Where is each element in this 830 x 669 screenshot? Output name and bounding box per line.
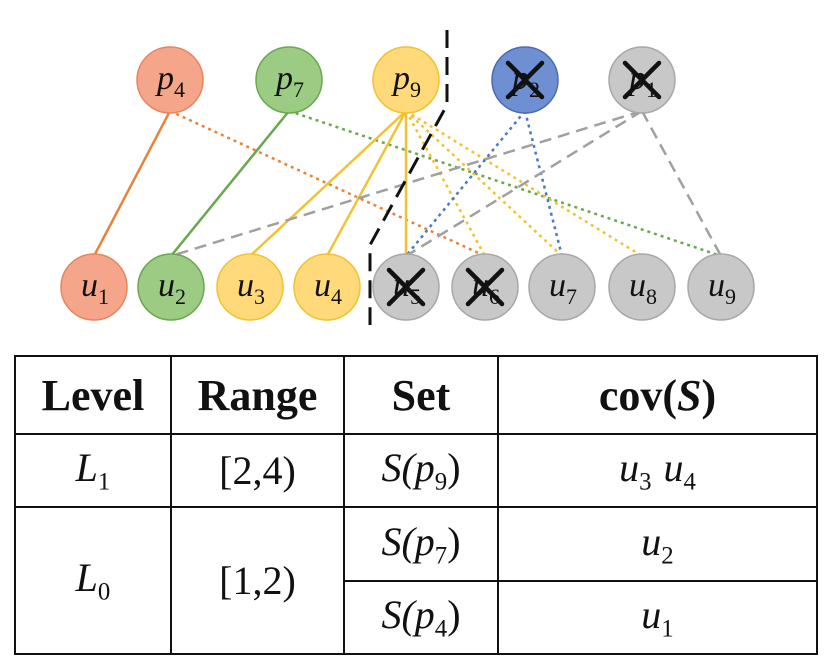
node-label-sub: 8 — [646, 284, 657, 309]
node-label: u8 — [629, 267, 657, 309]
header-range: Range — [170, 355, 345, 435]
coverage-table-container: Level Range Set cov(S) L1 [2,4) S(p9) u3… — [14, 355, 818, 656]
node-circle — [216, 253, 284, 321]
node-u2: u2 — [137, 253, 205, 321]
node-circle — [608, 253, 676, 321]
edge-layer — [92, 109, 723, 258]
node-circle — [293, 253, 361, 321]
node-label: u2 — [158, 267, 186, 309]
node-p7: p7 — [255, 46, 323, 114]
node-u9: u9 — [687, 253, 755, 321]
node-label: p4 — [155, 60, 185, 102]
node-u1: u1 — [60, 253, 128, 321]
node-label-base: u — [708, 267, 725, 304]
node-circle — [528, 253, 596, 321]
node-label-sub: 4 — [174, 77, 185, 102]
edge-p4-u1 — [92, 110, 172, 257]
node-label-base: u — [629, 267, 646, 304]
edge-p1-u9 — [640, 110, 723, 257]
cross-mark — [386, 267, 426, 307]
node-layer: p4p7p9p2p1u1u2u3u4u5u6u7u8u9 — [60, 46, 755, 321]
edge-p2-u5 — [405, 110, 526, 257]
node-circle — [137, 253, 205, 321]
node-label-sub: 1 — [98, 284, 109, 309]
node-p4: p4 — [136, 46, 204, 114]
coverage-table: Level Range Set cov(S) L1 [2,4) S(p9) u3… — [14, 355, 818, 656]
node-u5: u5 — [372, 253, 440, 321]
node-label-sub: 3 — [254, 284, 265, 309]
range-cell: [2,4) — [170, 432, 345, 509]
edge-p1-u2 — [170, 109, 643, 258]
set-cell: S(p7) — [343, 506, 499, 582]
node-label-sub: 7 — [293, 77, 304, 102]
table-header-row: Level Range Set cov(S) — [14, 355, 818, 435]
set-cell: S(p9) — [343, 432, 499, 509]
edge-p9-u6 — [404, 110, 487, 257]
level-cell: L0 — [14, 506, 172, 655]
node-label: u4 — [314, 267, 342, 309]
node-label: u9 — [708, 267, 736, 309]
edge-p9-u7 — [405, 110, 563, 257]
node-circle — [60, 253, 128, 321]
node-label: u1 — [81, 267, 109, 309]
node-label: u7 — [549, 267, 577, 309]
node-p9: p9 — [372, 46, 440, 114]
cross-mark — [622, 60, 662, 100]
level-cell: L1 — [14, 432, 172, 509]
node-label-base: u — [314, 267, 331, 304]
node-label: u3 — [237, 267, 265, 309]
node-label-base: u — [237, 267, 254, 304]
edge-p1-u5 — [405, 109, 643, 258]
cov-cell: u2 — [497, 506, 818, 582]
node-label-base: u — [81, 267, 98, 304]
edge-p7-u9 — [288, 109, 722, 258]
node-label: p9 — [391, 60, 421, 102]
node-u7: u7 — [528, 253, 596, 321]
node-label-sub: 9 — [725, 284, 736, 309]
node-label-sub: 2 — [175, 284, 186, 309]
node-label-base: p — [391, 60, 410, 97]
node-label-sub: 4 — [331, 284, 342, 309]
node-u6: u6 — [451, 253, 519, 321]
divider-line — [368, 30, 449, 325]
edge-p4-u6 — [169, 109, 486, 258]
node-circle — [372, 46, 440, 114]
header-cov: cov(S) — [497, 355, 818, 435]
node-label-base: p — [155, 60, 174, 97]
cross-mark — [505, 60, 545, 100]
node-label-sub: 7 — [566, 284, 577, 309]
node-label: p7 — [274, 60, 304, 102]
node-circle — [687, 253, 755, 321]
node-label-base: p — [274, 60, 293, 97]
cov-cell: u1 — [497, 579, 818, 656]
bipartite-graph: p4p7p9p2p1u1u2u3u4u5u6u7u8u9 — [60, 30, 755, 325]
header-set: Set — [343, 355, 499, 435]
edge-p9-u3 — [249, 110, 407, 257]
node-p1: p1 — [608, 46, 676, 114]
node-circle — [255, 46, 323, 114]
header-level: Level — [14, 355, 172, 435]
node-label-base: u — [158, 267, 175, 304]
edge-p9-u4 — [325, 110, 408, 257]
node-label-sub: 9 — [410, 77, 421, 102]
node-u8: u8 — [608, 253, 676, 321]
table-row: L0 [1,2) S(p7) u2 — [14, 506, 818, 655]
node-p2: p2 — [491, 46, 559, 114]
node-u4: u4 — [293, 253, 361, 321]
node-circle — [136, 46, 204, 114]
set-cell: S(p4) — [343, 579, 499, 656]
edge-p7-u2 — [170, 110, 290, 257]
table-row: S(p4) u1 — [15, 579, 818, 656]
node-u3: u3 — [216, 253, 284, 321]
range-cell: [1,2) — [170, 506, 345, 655]
cross-mark — [465, 267, 505, 307]
edge-p2-u7 — [523, 110, 564, 257]
node-label-base: u — [549, 267, 566, 304]
